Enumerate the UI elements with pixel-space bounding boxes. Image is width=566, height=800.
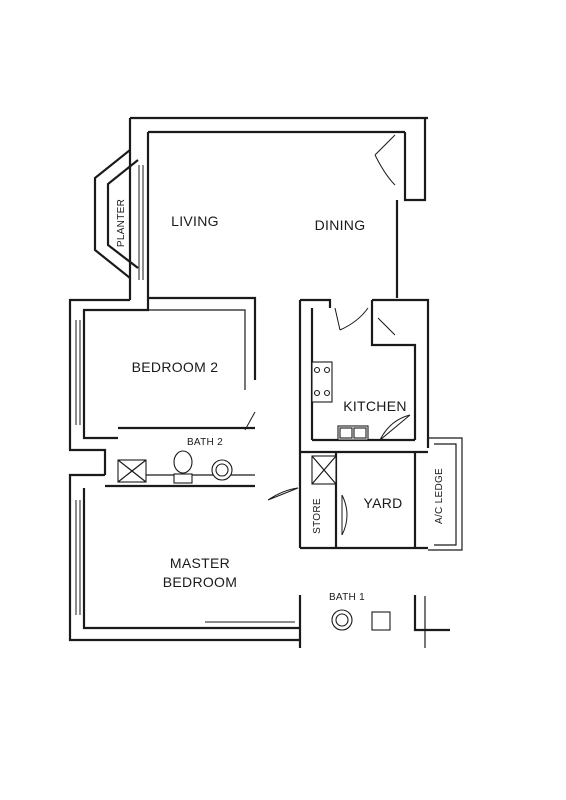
room-label-bath-1: BATH 1 bbox=[328, 592, 366, 603]
doors bbox=[244, 134, 411, 536]
room-label-planter: PLANTER bbox=[116, 198, 127, 248]
room-label-bath-2: BATH 2 bbox=[186, 437, 224, 448]
room-label-store: STORE bbox=[312, 498, 323, 534]
fixtures bbox=[117, 361, 391, 631]
room-label-yard: YARD bbox=[363, 495, 403, 511]
outer-walls bbox=[68, 116, 463, 648]
room-label-living: LIVING bbox=[171, 213, 219, 229]
room-label-kitchen: KITCHEN bbox=[343, 398, 407, 414]
windows bbox=[75, 165, 295, 623]
room-label-master-bedroom: MASTER BEDROOM bbox=[162, 555, 238, 590]
room-label-dining: DINING bbox=[314, 217, 366, 233]
toilet-icon bbox=[173, 450, 193, 474]
room-label-bedroom-2: BEDROOM 2 bbox=[131, 359, 219, 375]
room-label-ac-ledge: A/C LEDGE bbox=[434, 467, 445, 525]
